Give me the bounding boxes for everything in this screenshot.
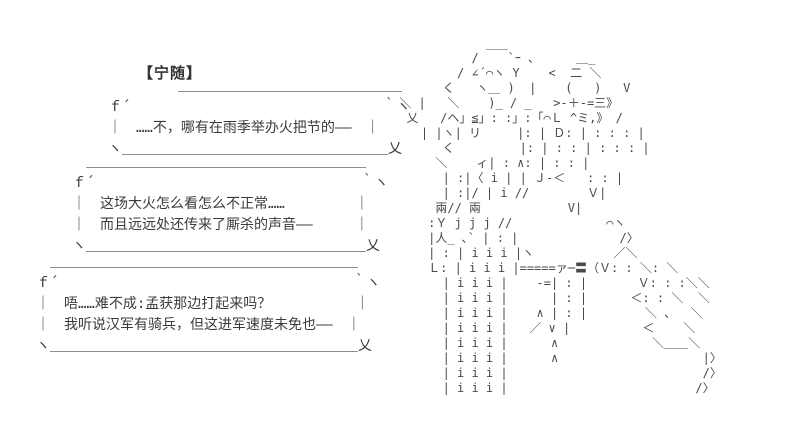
ascii-art-figure: ___ / `ｰ 、 ＿_ / ∠´⌒ヽ Y < 二 ＼ く ヽ＿ ) | ( … (399, 36, 722, 395)
character-name: 【宁随】 (138, 64, 203, 82)
speech-bubble-3: ＿＿＿＿＿＿＿＿＿＿＿＿＿＿＿＿＿＿＿＿＿＿ ｆ´ ｀ヽ ｜ 唔……难不成:孟获… (36, 254, 381, 354)
speech-bubble-2: ＿＿＿＿＿＿＿＿＿＿＿＿＿＿＿＿＿＿＿＿ ｆ´ ｀ヽ ｜ 这场大火怎么看怎么不正… (72, 154, 389, 254)
speech-bubble-1: ＿＿＿＿＿＿＿＿＿＿＿＿＿＿＿＿ ｆ´ ｀ヽ ｜ ……不，哪有在雨季举办火把节的… (108, 78, 411, 157)
